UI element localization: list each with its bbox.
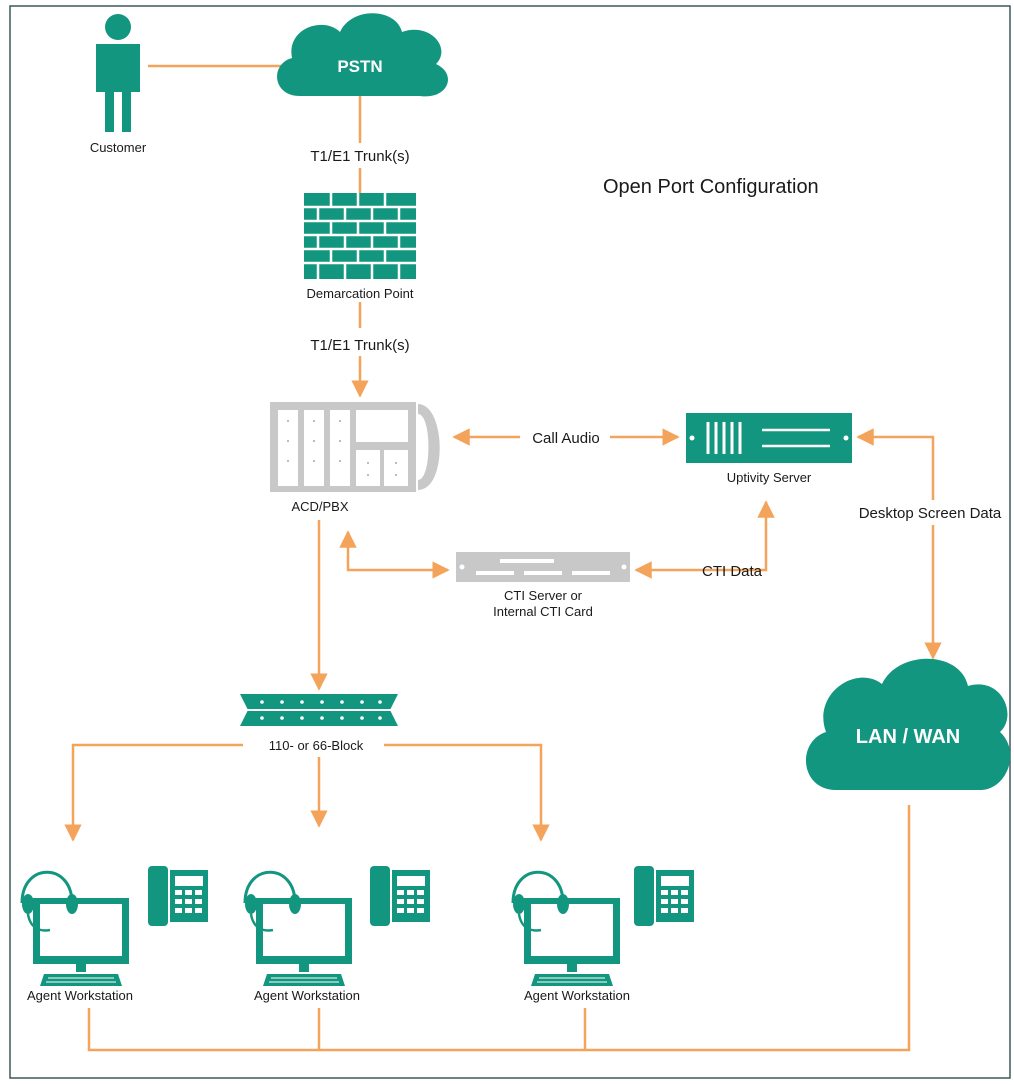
uptivity-server-icon [686,413,852,463]
lan-wan-cloud-icon [805,658,1011,791]
trunk-upper-label: T1/E1 Trunk(s) [310,148,409,165]
desktop-screen-data-label: Desktop Screen Data [859,505,1002,522]
trunk-lower-label: T1/E1 Trunk(s) [310,337,409,354]
call-audio-label: Call Audio [532,430,600,447]
lan-wan-label: LAN / WAN [856,726,960,748]
agent-workstation-label: Agent Workstation [27,988,133,1003]
headset-icon [20,870,78,932]
pbx-cti-arrow [339,530,450,579]
block-agent3-arrow [384,743,550,842]
desk-phone-icon [370,866,430,926]
lan-bus-line [87,805,911,1052]
computer-monitor-icon [33,898,129,986]
headset-icon [511,870,569,932]
pstn-label: PSTN [337,57,382,76]
demarcation-label: Demarcation Point [307,286,414,301]
cti-data-label: CTI Data [702,563,763,580]
desktop-data-upper [856,428,935,500]
cti-server-label-line2: Internal CTI Card [493,604,593,619]
pstn-cloud-icon [277,13,448,97]
diagram-border [9,5,1011,1079]
computer-monitor-icon [256,898,352,986]
desk-phone-icon [634,866,694,926]
computer-monitor-icon [524,898,620,986]
agent-workstation-3: Agent Workstation [511,866,694,1003]
diagram-title: Open Port Configuration [603,176,819,198]
punch-block-label: 110- or 66-Block [269,738,364,753]
cti-server-label-line1: CTI Server or [504,588,583,603]
customer-label: Customer [90,140,147,155]
punch-block-icon [240,694,398,726]
agent-workstation-label: Agent Workstation [524,988,630,1003]
acd-pbx-label: ACD/PBX [291,499,348,514]
cti-server-icon [456,552,630,582]
uptivity-server-label: Uptivity Server [727,470,812,485]
headset-icon [243,870,301,932]
cti-data-up-arrow [697,500,775,572]
customer-icon [96,14,140,132]
desk-phone-icon [148,866,208,926]
connectors [64,64,942,1052]
firewall-icon [304,193,416,279]
agent-workstation-2: Agent Workstation [243,866,430,1003]
block-agent1-arrow [64,743,243,842]
agent-workstation-1: Agent Workstation [20,866,208,1003]
pbx-icon [270,402,440,492]
agent-workstation-label: Agent Workstation [254,988,360,1003]
